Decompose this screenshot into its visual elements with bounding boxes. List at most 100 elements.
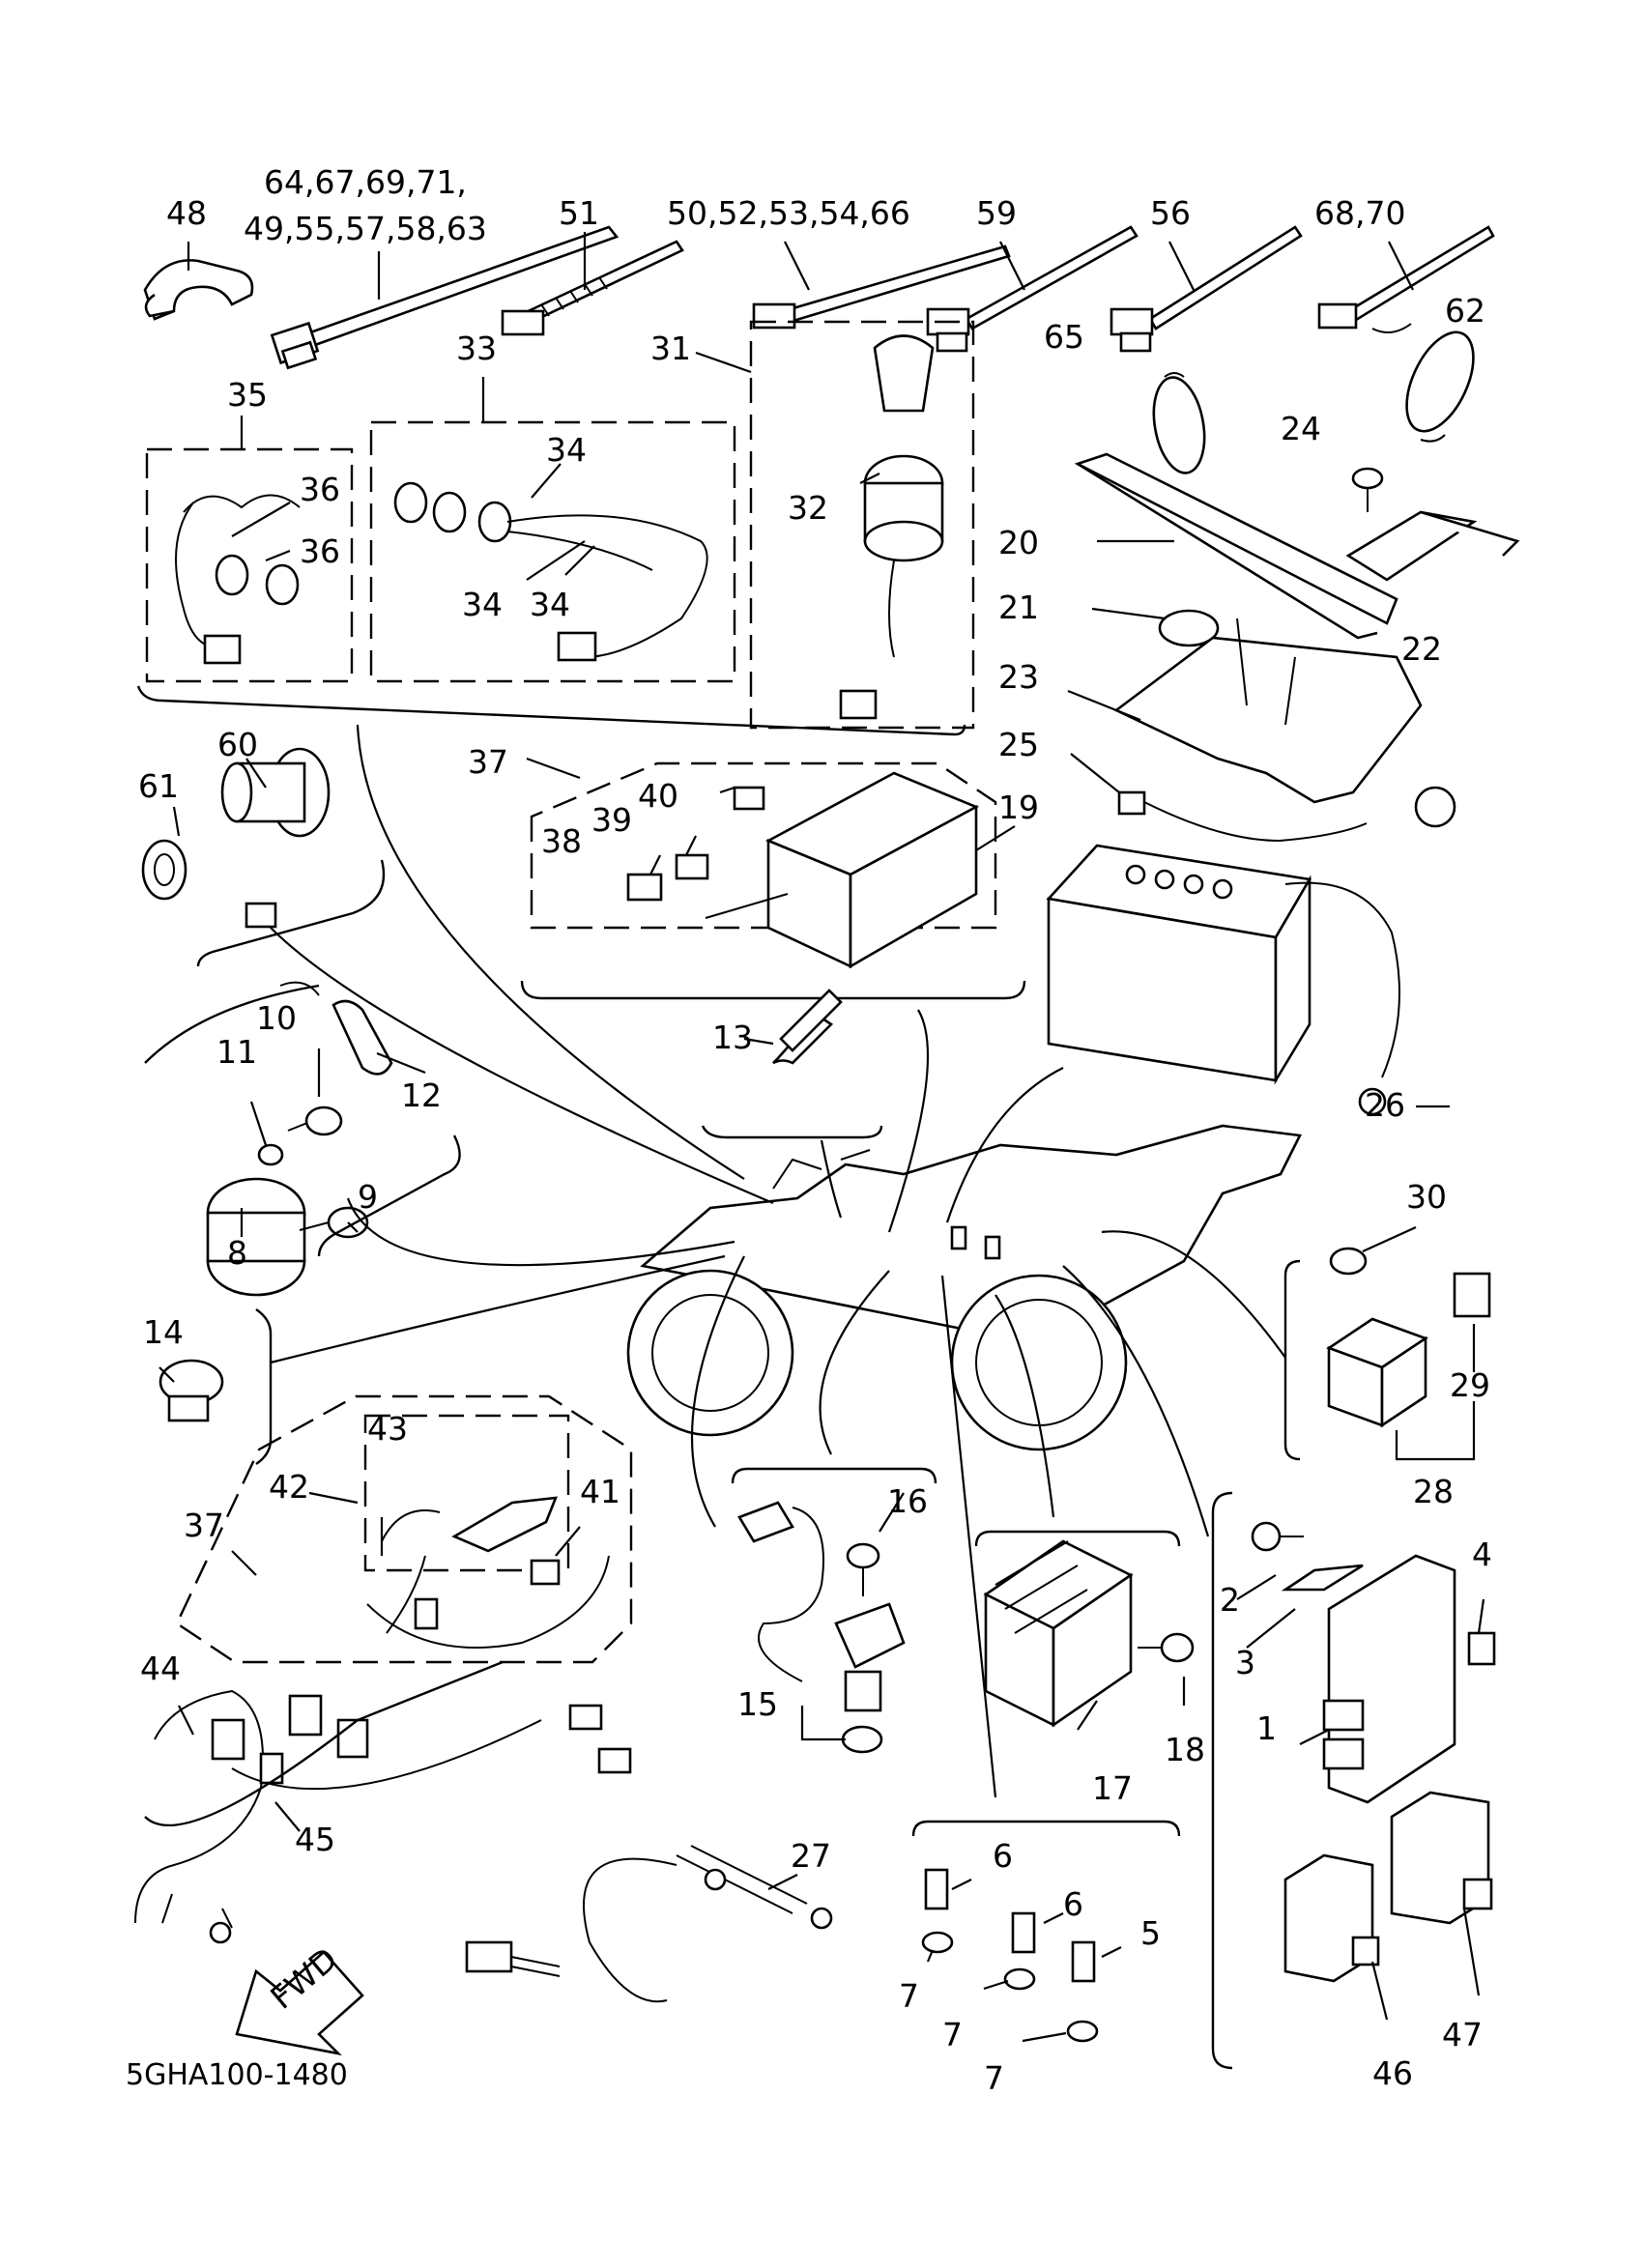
battery-lead-25 (1117, 786, 1456, 843)
callout-38: 38 (541, 822, 582, 860)
fuse-29 (1453, 1272, 1491, 1318)
callout-40: 40 (638, 777, 678, 815)
callout-18: 18 (1165, 1731, 1205, 1768)
rectifier-regulator-17 (983, 1539, 1134, 1728)
callout-37a: 37 (468, 743, 508, 781)
callout-60: 60 (217, 726, 258, 763)
battery-cover-21 (1158, 609, 1220, 647)
cable-tie-band-a (270, 225, 620, 370)
callout-41: 41 (580, 1473, 620, 1510)
callout-34b: 34 (462, 586, 503, 623)
thermo-switch-13 (772, 989, 843, 1065)
bolt-16 (846, 1542, 880, 1596)
callout-7c: 7 (984, 2059, 1004, 2097)
callout-10: 10 (256, 999, 297, 1037)
callout-8: 8 (227, 1234, 247, 1272)
callout-31: 31 (650, 330, 691, 367)
callout-47: 47 (1442, 2016, 1483, 2053)
sub-lead-35 (175, 494, 301, 665)
callout-46: 46 (1372, 2054, 1413, 2092)
drawing-code: 5GHA100-1480 (126, 2058, 348, 2092)
callout-13: 13 (712, 1019, 753, 1056)
callout-band-b: 50,52,53,54,66 (667, 194, 910, 232)
callout-22: 22 (1401, 630, 1442, 668)
speed-sensor-15 (737, 1501, 906, 1754)
callout-6a: 6 (993, 1837, 1013, 1875)
callout-12: 12 (401, 1077, 442, 1114)
callout-36a: 36 (300, 471, 340, 508)
callout-14: 14 (143, 1313, 184, 1351)
tie-band-65 (1152, 372, 1206, 474)
callout-25: 25 (998, 726, 1039, 763)
callout-48: 48 (166, 194, 207, 232)
cable-tie-band-c (1317, 225, 1495, 330)
callout-51: 51 (559, 194, 599, 232)
cable-tie-56 (1110, 225, 1303, 353)
sub-lead-33 (393, 481, 708, 662)
callout-27: 27 (791, 1837, 831, 1875)
washer-7a (921, 1931, 954, 1954)
callout-37b: 37 (184, 1507, 224, 1544)
callout-9: 9 (358, 1178, 378, 1216)
callout-44: 44 (140, 1650, 181, 1687)
callout-band-a-line1: 64,67,69,71, (264, 163, 467, 201)
callout-34a: 34 (546, 431, 587, 469)
connector-4 (1467, 1631, 1496, 1666)
cable-tie-59 (926, 225, 1139, 353)
callout-43: 43 (367, 1410, 408, 1448)
fuse-38 (626, 873, 663, 902)
callout-16: 16 (887, 1482, 928, 1520)
callout-2: 2 (1220, 1581, 1240, 1619)
fwd-arrow: FWD (235, 1939, 364, 2056)
callout-4: 4 (1472, 1536, 1492, 1573)
callout-56: 56 (1150, 194, 1191, 232)
battery-lead-26 (1284, 881, 1400, 1116)
cdi-unit-1 (1322, 1554, 1456, 1804)
callout-band-c: 68,70 (1314, 194, 1405, 232)
bracket-22 (1345, 510, 1520, 582)
callout-5: 5 (1140, 1914, 1161, 1952)
callout-23: 23 (998, 658, 1039, 696)
callout-34c: 34 (530, 586, 570, 623)
relay-47 (1390, 1791, 1493, 1925)
callout-24: 24 (1281, 410, 1321, 447)
callout-29: 29 (1450, 1366, 1490, 1404)
callout-21: 21 (998, 589, 1039, 626)
callout-33: 33 (456, 330, 497, 367)
callout-7a: 7 (899, 1977, 919, 2015)
washer-7c (1066, 2020, 1099, 2043)
callout-20: 20 (998, 524, 1039, 561)
pressure-switch-14 (159, 1359, 224, 1422)
bolt-30 (1329, 1247, 1368, 1276)
callout-45: 45 (295, 1821, 335, 1858)
callout-26: 26 (1365, 1086, 1405, 1124)
callout-11: 11 (216, 1033, 257, 1071)
washer-7b (1003, 1967, 1036, 1991)
battery-19 (1046, 844, 1312, 1085)
starter-relay-28 (1326, 1317, 1428, 1428)
fuse-40 (733, 786, 765, 811)
callout-32: 32 (788, 489, 828, 527)
bolt-6b (1011, 1911, 1036, 1954)
callout-39: 39 (591, 801, 632, 839)
callout-30: 30 (1406, 1178, 1447, 1216)
bolt-5 (1071, 1940, 1096, 1983)
callout-3: 3 (1235, 1644, 1255, 1681)
callout-61: 61 (138, 767, 179, 805)
spark-plug-cap-12 (279, 981, 393, 1076)
callout-28: 28 (1413, 1473, 1454, 1510)
fuse-box-37 (705, 771, 980, 969)
battery-lead-27 (465, 1845, 833, 2003)
callout-65: 65 (1044, 318, 1084, 356)
cable-tie-51 (501, 240, 684, 336)
callout-17: 17 (1092, 1769, 1133, 1807)
main-switch-32 (839, 334, 944, 720)
bolt-10 (287, 1105, 343, 1136)
screw-24 (1351, 467, 1384, 512)
callout-59: 59 (976, 194, 1017, 232)
callout-6b: 6 (1063, 1885, 1083, 1923)
callout-15: 15 (737, 1685, 778, 1723)
callout-1: 1 (1256, 1709, 1277, 1747)
callout-36b: 36 (300, 532, 340, 570)
